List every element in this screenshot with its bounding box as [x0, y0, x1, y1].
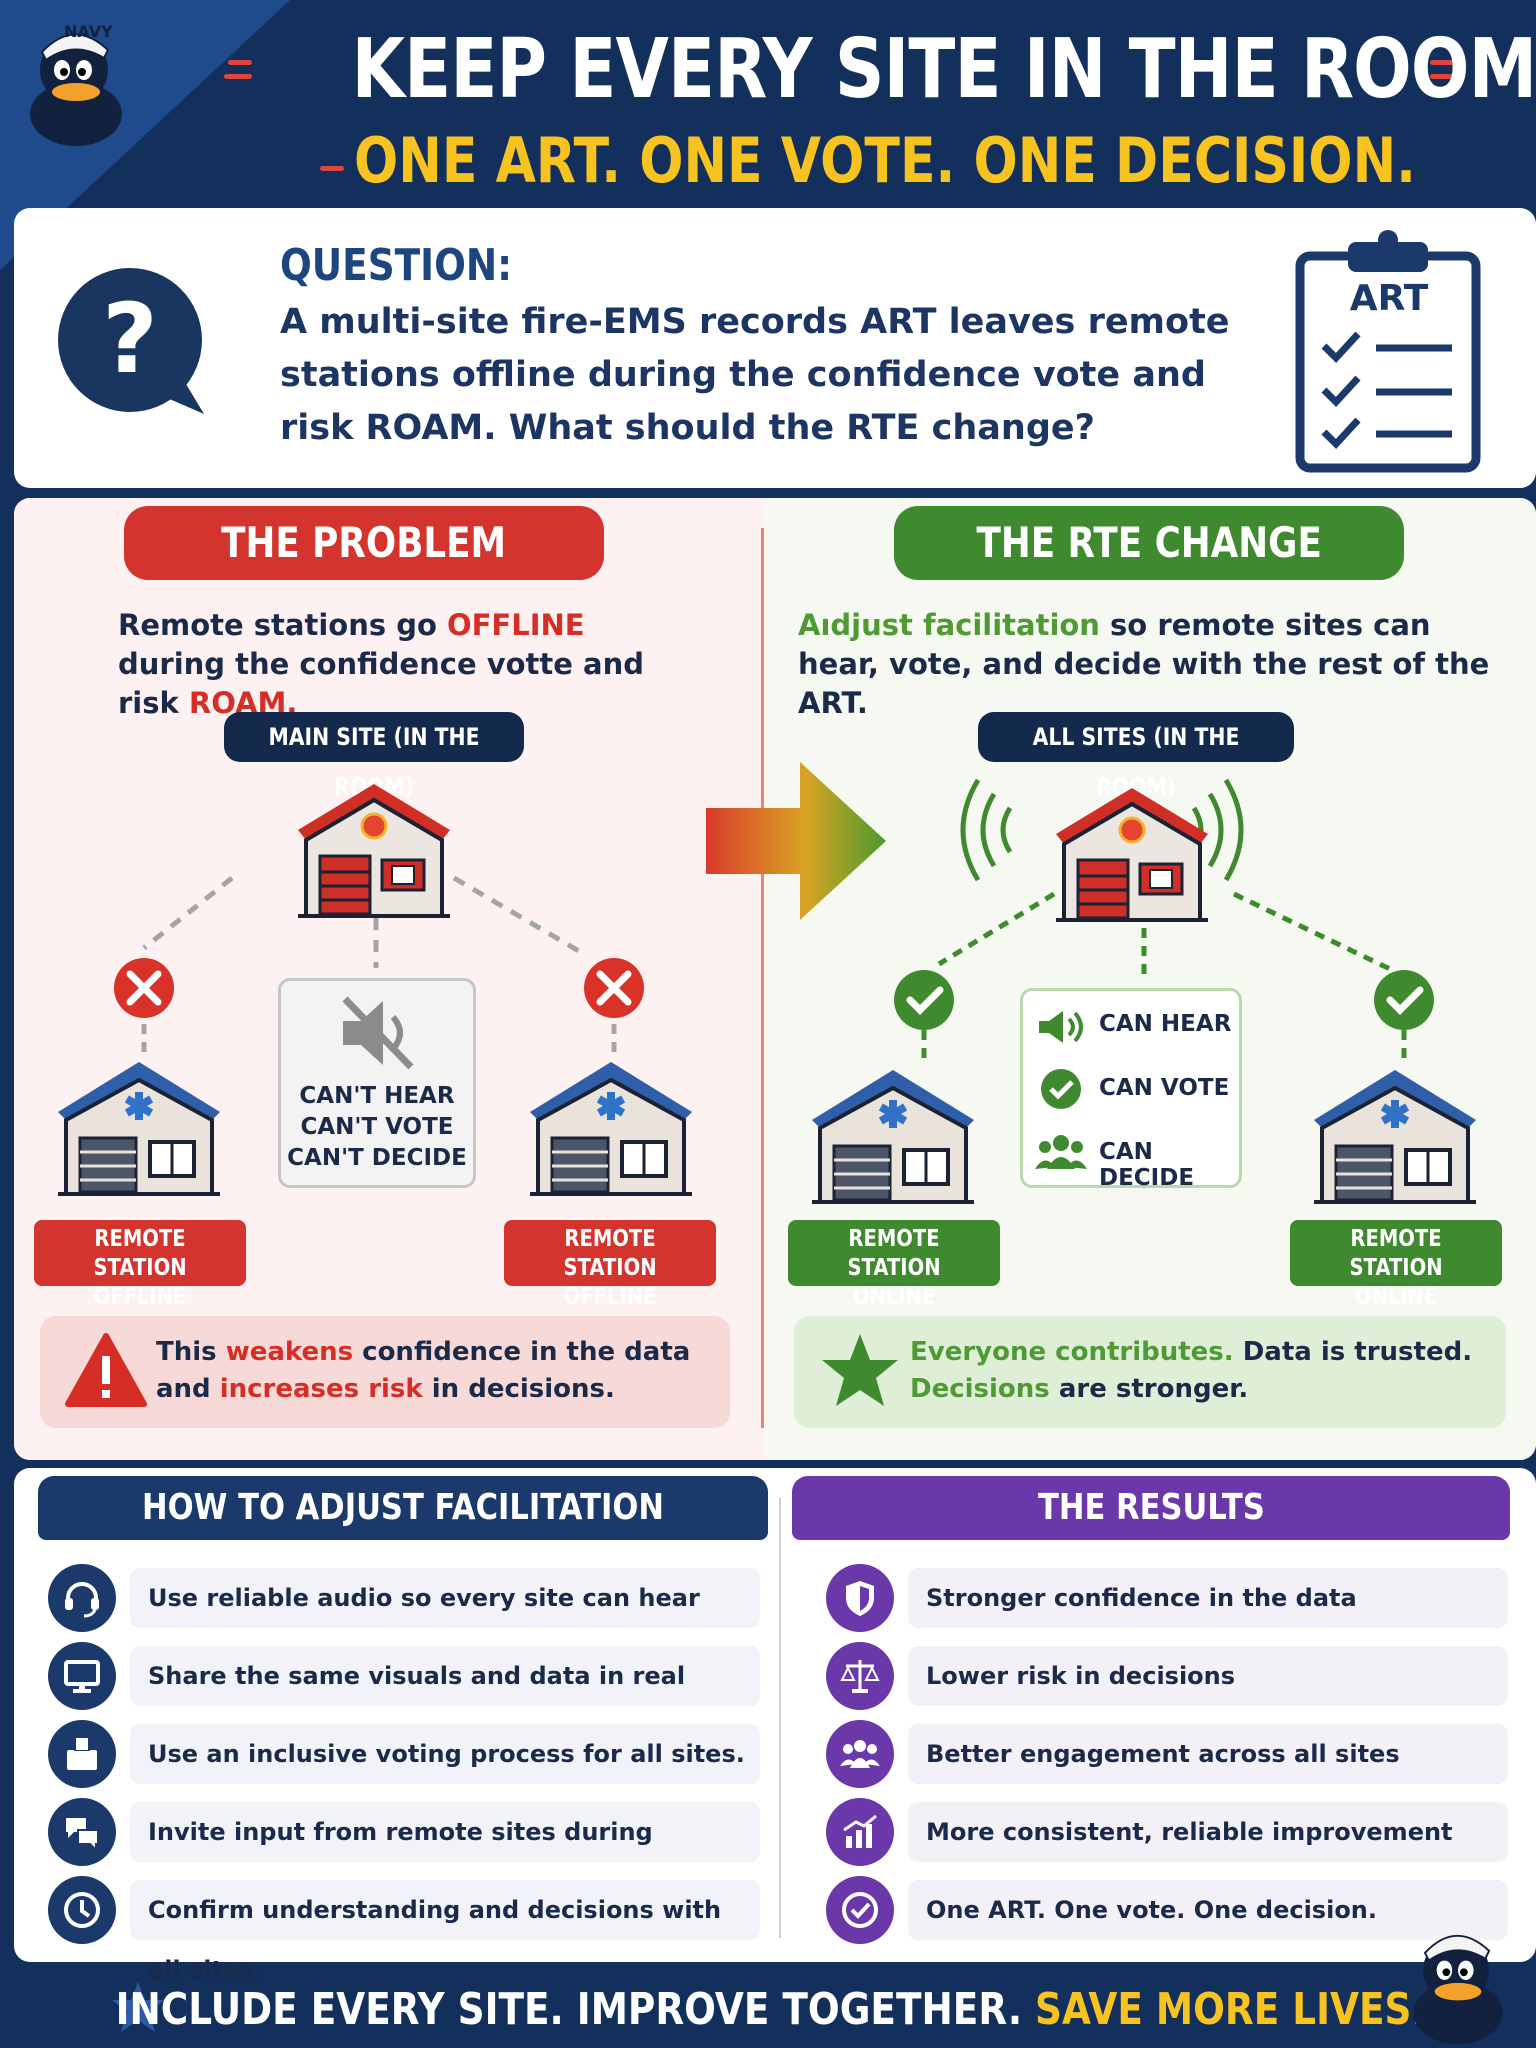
- rte-change-lead-text: Aıdjust facilitation so remote sites can…: [798, 608, 1490, 720]
- rte-change-outcome-note: Everyone contributes. Data is trusted. D…: [794, 1316, 1506, 1428]
- growth-chart-icon: [826, 1798, 894, 1866]
- facilitation-heading: HOW TO ADJUST FACILITATION: [38, 1476, 768, 1540]
- question-text: A multi-site fire-EMS records ART leaves…: [280, 302, 1230, 448]
- monitor-icon: [48, 1642, 116, 1710]
- clipboard-checklist-icon: [1295, 230, 1481, 473]
- speaker-icon: [1039, 1011, 1083, 1043]
- footer-star-icon: [112, 1982, 164, 2032]
- results-heading: THE RESULTS: [792, 1476, 1510, 1540]
- remote-online-right-check-icon: [1374, 970, 1434, 1030]
- remote-online-left-check-icon: [894, 970, 954, 1030]
- facilitation-item: Share the same visuals and data in real …: [48, 1642, 768, 1750]
- can-participate-box: CAN HEAR CAN VOTE CAN DECIDE: [1020, 988, 1242, 1191]
- main-fire-station-icon: [294, 780, 454, 920]
- chat-bubbles-icon: [48, 1798, 116, 1866]
- cant-hear-label: CAN'T HEAR: [299, 1083, 455, 1109]
- headset-icon: [48, 1564, 116, 1632]
- question-card: ? QUESTION: A multi-site fire-EMS record…: [14, 208, 1536, 488]
- remote-station-left-icon: [54, 1058, 224, 1198]
- cant-decide-label: CAN'T DECIDE: [287, 1145, 467, 1171]
- remote-station-right-icon: [526, 1058, 696, 1198]
- facilitation-item: Invite input from remote sites during di…: [48, 1798, 768, 1906]
- facilitation-item: Use an inclusive voting process for all …: [48, 1720, 768, 1788]
- footer-navy-duck-mascot-icon: [1394, 1912, 1524, 2048]
- main-fire-station-online-icon: [1052, 784, 1212, 924]
- lists-divider: [779, 1498, 781, 1938]
- star-icon: [822, 1334, 898, 1406]
- signal-waves-left-icon: [960, 778, 1013, 882]
- result-item: Stronger confidence in the data: [826, 1564, 1510, 1632]
- shield-icon: [826, 1564, 894, 1632]
- result-item: Lower risk in decisions: [826, 1642, 1510, 1710]
- cant-participate-box: CAN'T HEAR CAN'T VOTE CAN'T DECIDE: [278, 978, 476, 1188]
- rte-change-heading: THE RTE CHANGE: [894, 506, 1404, 580]
- can-decide-label: CAN DECIDE: [1099, 1139, 1195, 1191]
- can-hear-label: CAN HEAR: [1099, 1011, 1232, 1037]
- remote-station-online-left-icon: [808, 1066, 978, 1206]
- result-item: Better engagement across all sites: [826, 1720, 1510, 1788]
- problem-impact-note: This weakens confidence in the data and …: [40, 1316, 730, 1428]
- can-vote-label: CAN VOTE: [1099, 1075, 1230, 1101]
- people-icon: [826, 1720, 894, 1788]
- question-label: QUESTION:: [280, 240, 513, 291]
- lists-panel: HOW TO ADJUST FACILITATION THE RESULTS U…: [14, 1468, 1536, 1984]
- main-site-label: MAIN SITE (IN THE ROOM): [224, 712, 524, 801]
- facilitation-item: Use reliable audio so every site can hea…: [48, 1564, 768, 1672]
- comparison-panel: THE PROBLEM Remote stations go OFFLINE d…: [14, 498, 1536, 1460]
- page-subtitle: ONE ART. ONE VOTE. ONE DECISION.: [354, 124, 1416, 197]
- scales-icon: [826, 1642, 894, 1710]
- check-circle-icon: [1041, 1069, 1081, 1109]
- muted-speaker-icon: [342, 996, 414, 1070]
- warning-triangle-icon: [65, 1333, 147, 1407]
- svg-text:?: ?: [102, 283, 158, 395]
- result-item: More consistent, reliable improvement: [826, 1798, 1510, 1866]
- footer-tagline: INCLUDE EVERY SITE. IMPROVE TOGETHER. SA…: [115, 1984, 1426, 2035]
- clock-icon: [48, 1876, 116, 1944]
- remote-offline-right-x-icon: [584, 958, 644, 1018]
- remote-station-online-right-icon: [1310, 1066, 1480, 1206]
- header-banner: NAVY KEEP EVERY SITE IN THE ROOM. ONE AR…: [0, 0, 1536, 270]
- result-item: One ART. One vote. One decision.: [826, 1876, 1510, 1944]
- cant-vote-label: CAN'T VOTE: [300, 1114, 454, 1140]
- problem-heading: THE PROBLEM: [124, 506, 604, 580]
- group-icon: [1035, 1135, 1087, 1169]
- comparison-divider: [761, 528, 764, 1428]
- ballot-box-icon: [48, 1720, 116, 1788]
- all-sites-label: ALL SITES (IN THE ROOM): [978, 712, 1294, 801]
- remote-offline-left-x-icon: [114, 958, 174, 1018]
- transition-arrow-icon: [706, 762, 886, 920]
- problem-lead-text: Remote stations go OFFLINE during the co…: [118, 608, 644, 720]
- clipboard-label: ART: [1349, 278, 1429, 319]
- check-badge-icon: [826, 1876, 894, 1944]
- page-title: KEEP EVERY SITE IN THE ROOM.: [351, 22, 1536, 117]
- mascot-cap-label: NAVY: [64, 22, 113, 41]
- problem-network-diagram: [114, 875, 644, 1056]
- facilitation-item: Confirm understanding and decisions with…: [48, 1876, 768, 1984]
- question-bubble-icon: ?: [58, 268, 204, 414]
